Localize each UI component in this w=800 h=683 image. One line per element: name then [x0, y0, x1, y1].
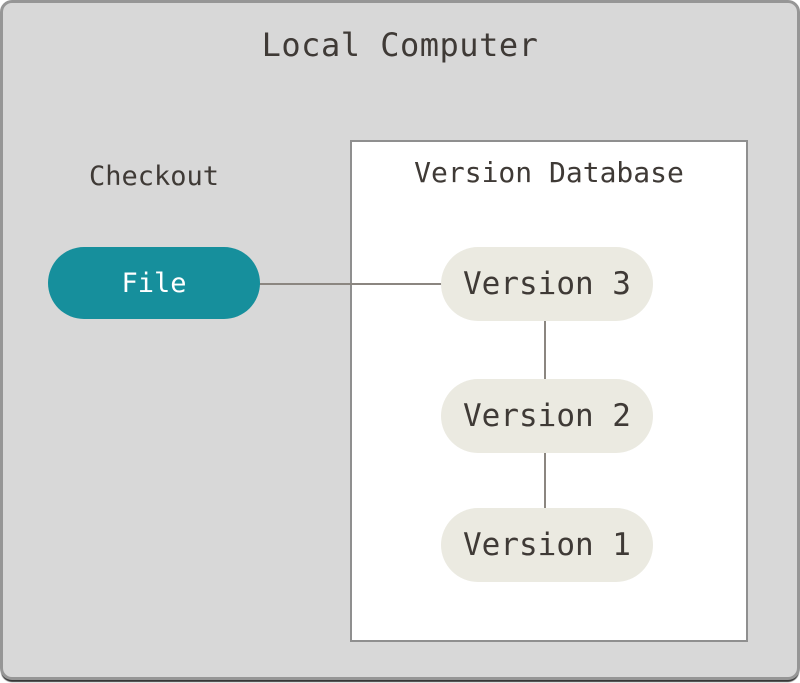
version-node-label: Version 2: [463, 398, 631, 434]
diagram-title: Local Computer: [261, 26, 539, 64]
connector-file-to-version3: [258, 283, 444, 285]
version-node-label: Version 3: [463, 266, 631, 302]
version-node-1: Version 1: [441, 508, 653, 582]
file-node-label: File: [121, 267, 187, 299]
version-node-3: Version 3: [441, 247, 653, 321]
version-node-2: Version 2: [441, 379, 653, 453]
version-node-label: Version 1: [463, 527, 631, 563]
file-node: File: [48, 247, 260, 319]
connector-version3-to-version2: [544, 321, 546, 379]
version-database-title: Version Database: [414, 156, 684, 189]
checkout-label: Checkout: [88, 161, 220, 192]
connector-version2-to-version1: [544, 453, 546, 508]
